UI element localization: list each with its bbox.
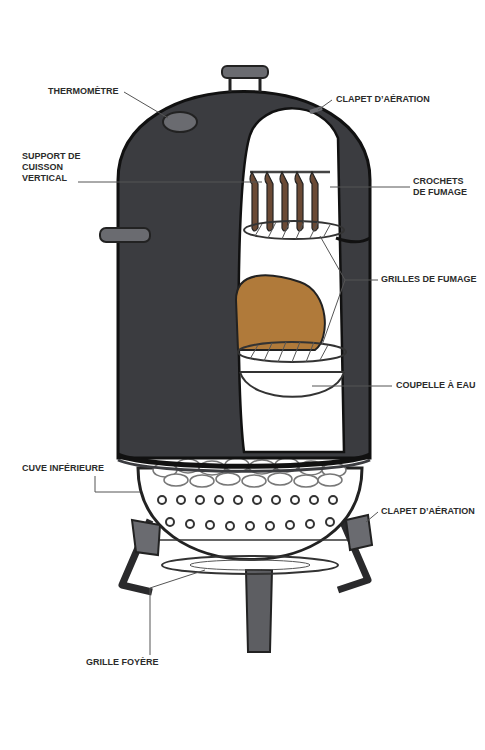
vent-hole (226, 522, 234, 530)
smoking-grill (244, 221, 344, 239)
lower-bowl (138, 468, 362, 560)
lid-handle (222, 66, 268, 78)
charcoal (242, 475, 266, 487)
sausage (250, 172, 258, 231)
shell-band (118, 460, 370, 471)
vent-hole (326, 518, 334, 526)
leader-line (78, 182, 262, 183)
vent-hole (266, 522, 274, 530)
vent-hole (329, 496, 337, 504)
part-label: GRILLE FOYÈRE (86, 657, 159, 668)
vent-hole (286, 521, 294, 529)
charcoal (318, 474, 342, 486)
roast (236, 275, 325, 350)
vent-hole (272, 496, 280, 504)
charcoal (268, 473, 292, 485)
smoking-grill (255, 221, 330, 239)
vent-hole (234, 496, 242, 504)
hook-rail (250, 171, 330, 174)
fire-grate (190, 560, 310, 570)
leader-line (150, 570, 205, 655)
charcoal (164, 474, 188, 486)
charcoal (216, 473, 240, 485)
side-handle (100, 228, 150, 242)
water-pan (240, 372, 344, 397)
smoking-grill (250, 342, 328, 362)
shell-band (118, 455, 370, 466)
part-label: THERMOMÈTRE (48, 86, 119, 97)
leader-line (318, 100, 332, 110)
charcoal (294, 475, 318, 487)
shell-band (336, 238, 370, 242)
part-label: GRILLES DE FUMAGE (381, 274, 477, 285)
clamp (132, 520, 160, 555)
vent-hole (158, 496, 166, 504)
leader-line (312, 386, 392, 387)
vent-hole (215, 496, 223, 504)
leader-line (124, 92, 168, 118)
vent-hole (186, 520, 194, 528)
leader-line (320, 236, 378, 345)
leader-line (95, 476, 140, 492)
part-label: SUPPORT DE CUISSON VERTICAL (22, 151, 84, 184)
vent-hole (310, 496, 318, 504)
smoker-shell (118, 92, 370, 459)
leg (246, 570, 272, 652)
bowl-rim (150, 539, 350, 541)
leader-line (366, 512, 378, 522)
vent-hole (246, 522, 254, 530)
water-pan (240, 371, 344, 373)
sausage (295, 172, 303, 231)
fire-grate (162, 556, 338, 574)
vent-hole (177, 496, 185, 504)
vent-hole (253, 496, 261, 504)
part-label: CUVE INFÉRIEURE (22, 463, 104, 474)
part-label: CLAPET D’AÉRATION (336, 94, 430, 105)
leader-line (330, 187, 410, 188)
part-label: CROCHETS DE FUMAGE (413, 176, 471, 198)
vent-hole (306, 520, 314, 528)
lid-handle (230, 78, 260, 92)
vent-hole (291, 496, 299, 504)
part-label: COUPELLE À EAU (396, 380, 476, 391)
vent-hole (206, 521, 214, 529)
part-label: CLAPET D’AÉRATION (381, 506, 475, 517)
thermometer (163, 112, 197, 132)
charcoal (190, 475, 214, 487)
smoking-grill (238, 342, 346, 362)
vent-hole (166, 518, 174, 526)
vent-hole (196, 496, 204, 504)
